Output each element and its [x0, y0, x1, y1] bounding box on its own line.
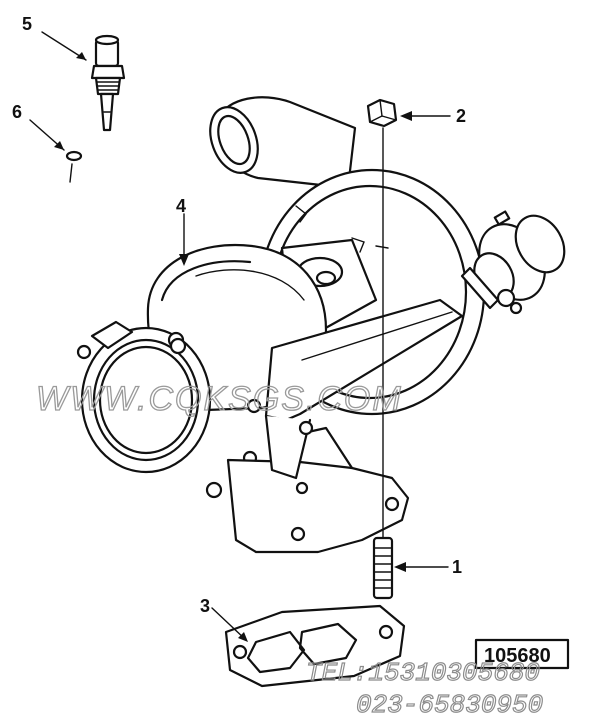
- watermark-text: WWW.CQKSGS.COM: [36, 380, 403, 418]
- callout-2: 2: [456, 106, 466, 126]
- stud: [372, 536, 394, 600]
- callout-1: 1: [452, 557, 462, 577]
- callout-3: 3: [200, 596, 210, 616]
- contact-tel: TEL:15310305680: [306, 658, 540, 688]
- turbocharger: [76, 96, 566, 554]
- doc-number-box: 105680: [474, 638, 570, 670]
- o-ring: [65, 150, 83, 183]
- callout-6: 6: [12, 102, 22, 122]
- leader-lines: [29, 31, 451, 642]
- gasket: [224, 604, 406, 688]
- doc-number: 105680: [484, 645, 551, 667]
- callout-5: 5: [22, 14, 32, 34]
- temperature-sensor: [90, 34, 126, 132]
- hex-nut: [366, 98, 398, 128]
- callout-4: 4: [176, 196, 186, 216]
- contact-phone: 023-65830950: [356, 690, 543, 720]
